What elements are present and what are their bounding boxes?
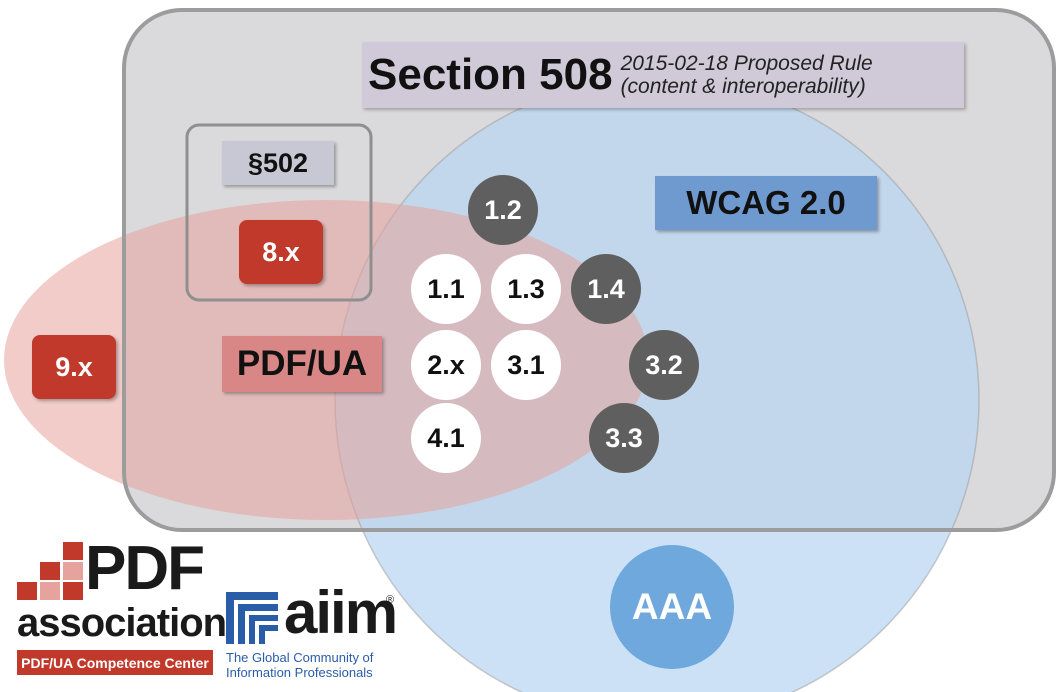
pdf-association-pdf-text: PDF	[85, 534, 205, 603]
section508-border	[122, 8, 1056, 532]
aiim-name: aiim	[284, 579, 398, 646]
section508-title: Section 508	[368, 50, 613, 99]
aiim-tagline-line1: The Global Community of	[226, 650, 374, 665]
pdf-association-banner: PDF/UA Competence Center	[17, 650, 213, 675]
criterion-3-1: 3.1	[491, 330, 561, 400]
aiim-tagline-line2: Information Professionals	[226, 665, 373, 680]
section508-subtitle-line2: (content & interoperability)	[620, 75, 866, 98]
pdf-association-squares-icon	[17, 542, 83, 600]
criterion-1-2: 1.2	[468, 175, 538, 245]
aaa-circle: AAA	[610, 545, 734, 669]
section508-subtitle-line1: 2015-02-18 Proposed Rule	[620, 52, 873, 75]
pdf-association-logo: PDF association PDF/UA Competence Center	[17, 534, 227, 680]
aiim-tagline: The Global Community of Information Prof…	[226, 650, 373, 680]
pdf-association-name: association	[17, 601, 227, 645]
criterion-1-1: 1.1	[411, 254, 481, 324]
pdfua-8x-box: 8.x	[239, 220, 323, 284]
s502-area	[185, 123, 373, 302]
section508-label: Section 508 2015-02-18 Proposed Rule (co…	[362, 42, 964, 108]
aiim-registered-mark: ®	[386, 594, 395, 606]
pdfua-label: PDF/UA	[222, 336, 382, 392]
s502-label: §502	[222, 141, 334, 185]
aiim-logo: aiim ® The Global Community of Informati…	[226, 580, 398, 684]
criterion-3-3: 3.3	[589, 403, 659, 473]
criterion-1-3: 1.3	[491, 254, 561, 324]
pdfua-9x-box: 9.x	[32, 335, 116, 399]
aiim-mark-icon	[226, 592, 278, 644]
criterion-3-2: 3.2	[629, 330, 699, 400]
criterion-4-1: 4.1	[411, 403, 481, 473]
section508-subtitle: 2015-02-18 Proposed Rule (content & inte…	[621, 52, 873, 98]
criterion-2-x: 2.x	[411, 330, 481, 400]
wcag-label: WCAG 2.0	[655, 176, 877, 230]
criterion-1-4: 1.4	[571, 254, 641, 324]
